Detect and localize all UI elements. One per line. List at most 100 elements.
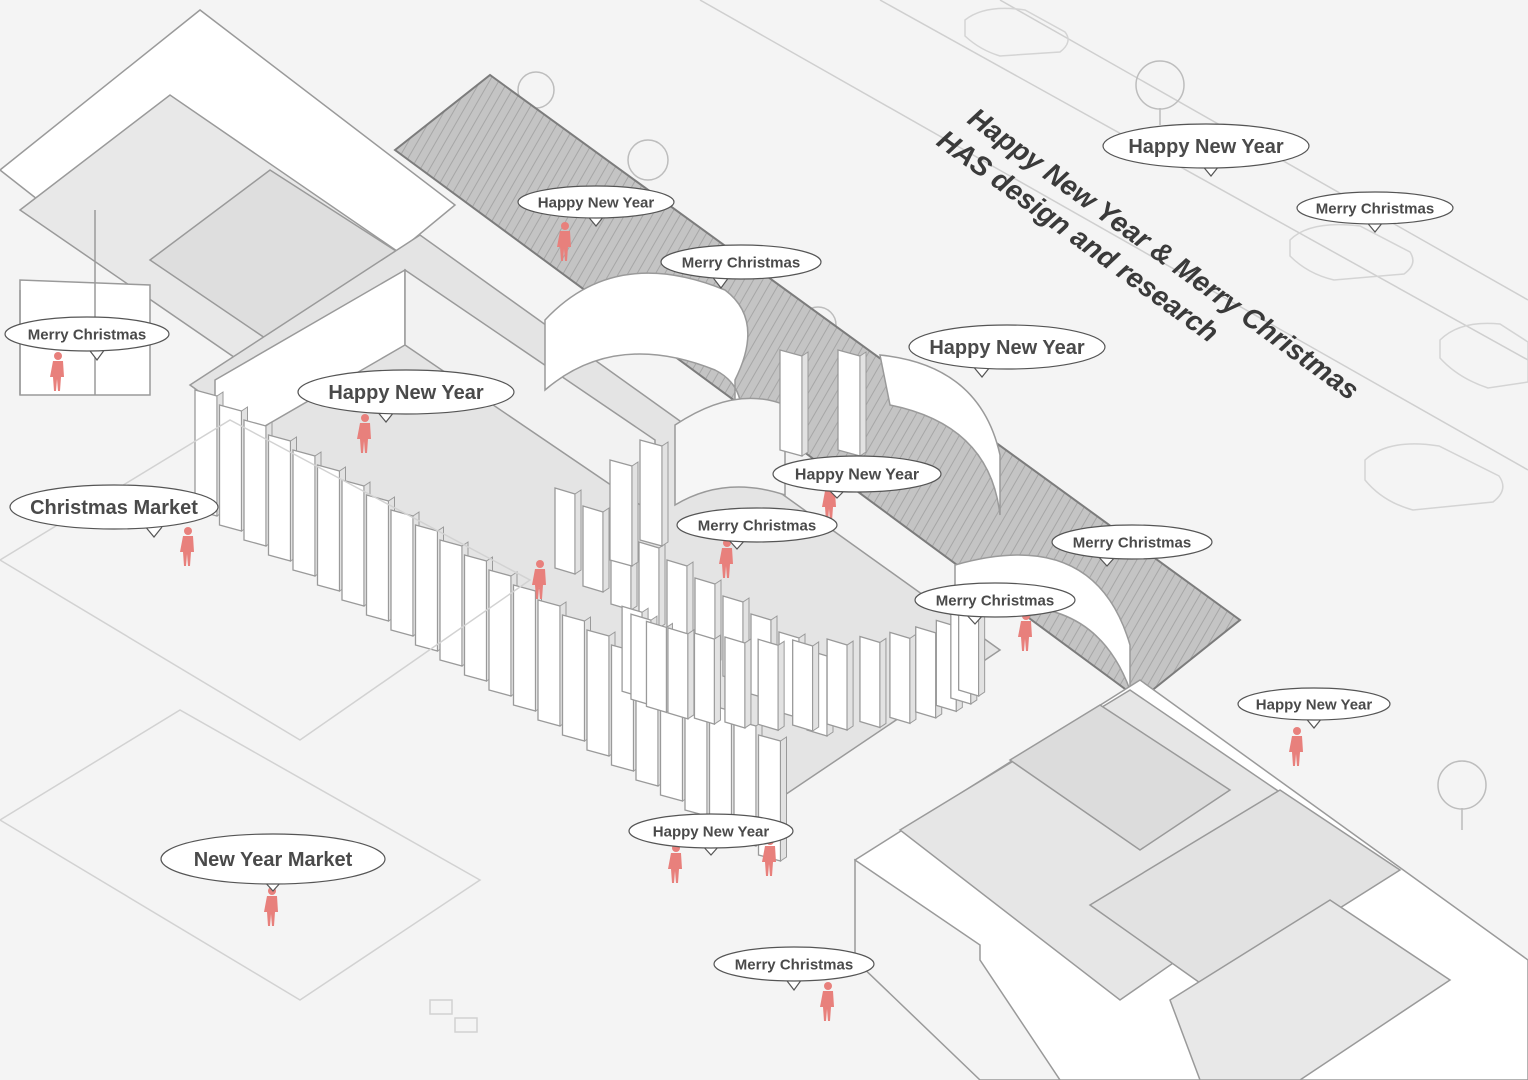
column-fin-side xyxy=(687,628,695,720)
column-fins xyxy=(194,349,986,862)
column-fin-side xyxy=(812,641,820,732)
column-fin xyxy=(609,459,633,567)
column-fin xyxy=(779,349,803,457)
column-fin-side xyxy=(661,441,669,547)
column-fin xyxy=(724,636,746,729)
garden-area xyxy=(393,73,1242,702)
column-fin-side xyxy=(744,638,752,729)
bubble-outline xyxy=(628,813,794,849)
bubble-label: Happy New Year xyxy=(795,467,919,484)
bubble-label: Merry Christmas xyxy=(936,592,1054,609)
bubble-outline xyxy=(676,507,838,543)
speech-bubble-happy-new-year: Happy New Year xyxy=(1102,123,1310,177)
speech-bubble-new-year-market: New Year Market xyxy=(160,833,386,892)
column-fin xyxy=(693,632,716,725)
person-figure xyxy=(532,560,546,599)
bubble-outline xyxy=(1102,123,1310,169)
bubble-label: Merry Christmas xyxy=(28,326,146,343)
person-figure xyxy=(357,414,371,453)
bubble-label: Happy New Year xyxy=(1128,136,1283,158)
column-fin-side xyxy=(879,637,887,729)
people-figures xyxy=(50,222,1303,1021)
speech-bubble-merry-christmas: Merry Christmas xyxy=(4,316,170,362)
speech-bubble-merry-christmas: Merry Christmas xyxy=(676,507,838,550)
bubble-outline xyxy=(1237,687,1391,721)
column-fin-side xyxy=(777,640,785,732)
column-fin xyxy=(267,434,292,562)
column-fin xyxy=(639,439,663,547)
speech-bubble-merry-christmas: Merry Christmas xyxy=(1051,524,1213,567)
column-fin-side xyxy=(846,640,854,731)
column-fin xyxy=(341,479,365,607)
person-figure xyxy=(820,982,834,1021)
column-fin xyxy=(561,614,586,742)
column-fin xyxy=(889,631,911,725)
column-fin xyxy=(414,524,439,652)
column-fin xyxy=(390,509,414,637)
bubble-label: Happy New Year xyxy=(538,194,655,211)
column-fin xyxy=(915,626,937,719)
speech-bubble-happy-new-year: Happy New Year xyxy=(1237,687,1391,729)
speech-bubble-happy-new-year: Happy New Year xyxy=(517,185,675,227)
bubble-label: Merry Christmas xyxy=(698,517,816,534)
column-fin xyxy=(439,539,463,667)
column-fin xyxy=(859,635,881,729)
bubble-label: Happy New Year xyxy=(1256,696,1373,713)
bubble-label: Christmas Market xyxy=(30,497,198,519)
speech-bubble-merry-christmas: Merry Christmas xyxy=(660,244,822,290)
bubble-label: Merry Christmas xyxy=(1073,534,1191,551)
bubble-outline xyxy=(297,369,515,415)
column-fin-side xyxy=(574,489,582,575)
column-fin xyxy=(792,639,814,732)
market-plan xyxy=(0,419,532,1033)
speech-bubble-christmas-market: Christmas Market xyxy=(9,484,219,538)
column-fin xyxy=(512,584,537,712)
speech-bubble-merry-christmas: Merry Christmas xyxy=(914,582,1076,625)
bubble-outline xyxy=(9,484,219,530)
bubble-outline xyxy=(160,833,386,885)
arched-walls xyxy=(544,272,1131,691)
bubble-label: Happy New Year xyxy=(929,337,1084,359)
bubble-outline xyxy=(4,316,170,352)
right-building xyxy=(853,679,1528,1080)
bubble-label: Happy New Year xyxy=(653,823,770,840)
column-fin xyxy=(645,620,668,714)
column-fin xyxy=(292,449,316,577)
column-fin-side xyxy=(713,634,721,726)
column-fin xyxy=(243,419,267,547)
speech-bubble-merry-christmas: Merry Christmas xyxy=(1296,191,1454,233)
bubble-outline xyxy=(908,324,1106,370)
person-figure xyxy=(557,222,571,261)
car-sketches xyxy=(964,7,1528,511)
bubble-label: Merry Christmas xyxy=(682,254,800,271)
bubble-outline xyxy=(772,455,942,493)
column-fin xyxy=(554,487,576,575)
column-fin xyxy=(365,494,390,622)
bubble-outline xyxy=(660,244,822,280)
column-fin-side xyxy=(801,351,809,457)
column-fin xyxy=(316,464,341,592)
bubble-label: Happy New Year xyxy=(328,382,483,404)
person-figure xyxy=(50,352,64,391)
person-figure xyxy=(1289,727,1303,766)
column-fin-side xyxy=(978,606,986,697)
column-fin xyxy=(488,569,512,697)
column-fin xyxy=(757,638,779,732)
column-fin-side xyxy=(780,736,787,862)
column-fin xyxy=(826,638,848,731)
speech-bubble-happy-new-year: Happy New Year xyxy=(772,455,942,499)
column-fin xyxy=(537,599,561,727)
column-fin-side xyxy=(631,461,639,567)
bubble-label: Merry Christmas xyxy=(1316,200,1434,217)
column-fin-side xyxy=(909,633,917,725)
bubble-outline xyxy=(914,582,1076,618)
bubble-outline xyxy=(713,946,875,982)
column-fin xyxy=(667,626,689,720)
column-fin xyxy=(586,629,610,757)
speech-bubble-happy-new-year: Happy New Year xyxy=(297,369,515,423)
speech-bubble-happy-new-year: Happy New Year xyxy=(908,324,1106,378)
column-fin xyxy=(582,505,604,593)
